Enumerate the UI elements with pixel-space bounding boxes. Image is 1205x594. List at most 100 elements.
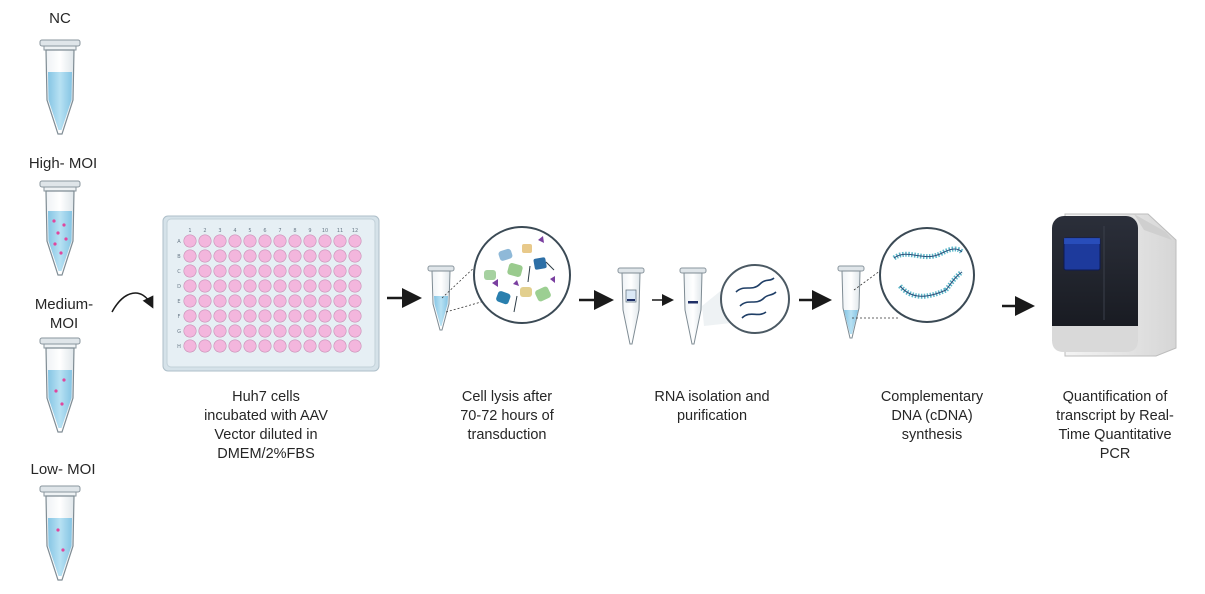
plate-column-label: 11 <box>337 228 343 234</box>
step-label-qpcr: Quantification of transcript by Real- Ti… <box>1056 389 1174 462</box>
plate-well <box>258 339 272 353</box>
plate-well <box>348 309 362 323</box>
plate-well <box>213 309 227 323</box>
plate-well <box>303 294 317 308</box>
plate-well <box>183 294 197 308</box>
plate-well <box>198 309 212 323</box>
plate-well <box>288 249 302 263</box>
plate-well <box>183 324 197 338</box>
plate-well <box>258 264 272 278</box>
plate-well <box>183 339 197 353</box>
plate-well <box>213 324 227 338</box>
plate-well <box>258 294 272 308</box>
plate-well <box>198 234 212 248</box>
plate-row-label: C <box>177 269 181 275</box>
plate-well <box>303 324 317 338</box>
plate-well <box>318 249 332 263</box>
plate-well <box>198 279 212 293</box>
tube-label-low-moi: Low- MOI <box>30 461 96 478</box>
plate-well <box>198 294 212 308</box>
plate-column-label: 3 <box>218 228 221 234</box>
plate-well <box>288 264 302 278</box>
plate-well <box>243 264 257 278</box>
plate-row-label: A <box>177 239 181 245</box>
plate-well <box>243 339 257 353</box>
plate-column-label: 12 <box>352 228 358 234</box>
tube-nc <box>39 39 81 135</box>
plate-well <box>303 234 317 248</box>
plate-well <box>318 324 332 338</box>
plate-well <box>258 324 272 338</box>
plate-well <box>333 279 347 293</box>
plate-well <box>333 234 347 248</box>
plate-row-label: F <box>178 314 181 320</box>
plate-well <box>318 279 332 293</box>
plate-well <box>213 339 227 353</box>
plate-well <box>243 294 257 308</box>
plate-well <box>243 309 257 323</box>
plate-well <box>348 294 362 308</box>
lysis-tube <box>427 265 455 331</box>
tube-label-medium-moi: Medium- MOI <box>34 296 94 332</box>
plate-well <box>318 264 332 278</box>
plate-row-label: D <box>177 284 181 290</box>
tube-label-nc: NC <box>49 10 71 27</box>
plate-well <box>228 249 242 263</box>
plate-row-label: E <box>177 299 180 305</box>
plate-column-label: 10 <box>322 228 328 234</box>
plate-well <box>348 324 362 338</box>
plate-well <box>183 309 197 323</box>
step-label-rna: RNA isolation and purification <box>654 389 770 424</box>
plate-column-label: 4 <box>233 228 236 234</box>
plate-well <box>273 294 287 308</box>
curved-arrow <box>111 292 154 313</box>
plate-well <box>213 264 227 278</box>
plate-well <box>348 234 362 248</box>
plate-well <box>273 249 287 263</box>
plate-well <box>198 264 212 278</box>
plate-well <box>243 249 257 263</box>
tube-high-moi <box>39 180 81 276</box>
plate-well <box>273 339 287 353</box>
plate-well <box>228 294 242 308</box>
plate-well <box>333 294 347 308</box>
plate-well <box>348 279 362 293</box>
plate-wells <box>183 234 362 353</box>
plate-well <box>258 279 272 293</box>
plate-well <box>198 339 212 353</box>
plate-well <box>183 234 197 248</box>
plate-well <box>288 294 302 308</box>
step-label-cdna: Complementary DNA (cDNA) synthesis <box>880 389 984 443</box>
plate-well <box>273 324 287 338</box>
plate-well <box>288 339 302 353</box>
plate-well <box>183 264 197 278</box>
plate-well <box>318 294 332 308</box>
plate-well <box>273 309 287 323</box>
rna-zoom-circle <box>720 264 790 334</box>
tube-low-moi <box>39 485 81 581</box>
plate-row-label: G <box>177 329 181 335</box>
plate-row-label: B <box>177 254 181 260</box>
plate-column-label: 9 <box>308 228 311 234</box>
plate-well <box>228 279 242 293</box>
tube-medium-moi <box>39 337 81 433</box>
plate-column-label: 7 <box>278 228 281 234</box>
cdna-tube <box>837 265 865 339</box>
plate-well <box>228 324 242 338</box>
plate-well <box>228 234 242 248</box>
plate-well <box>303 309 317 323</box>
step-label-lysis: Cell lysis after 70-72 hours of transduc… <box>460 389 554 443</box>
plate-well <box>333 249 347 263</box>
plate-well <box>273 264 287 278</box>
plate-well <box>303 279 317 293</box>
plate-well <box>273 279 287 293</box>
rna-spin-column-tube <box>617 267 645 345</box>
plate-well <box>213 294 227 308</box>
plate-well <box>258 309 272 323</box>
rna-eluate-tube <box>679 267 707 345</box>
plate-column-label: 5 <box>248 228 251 234</box>
